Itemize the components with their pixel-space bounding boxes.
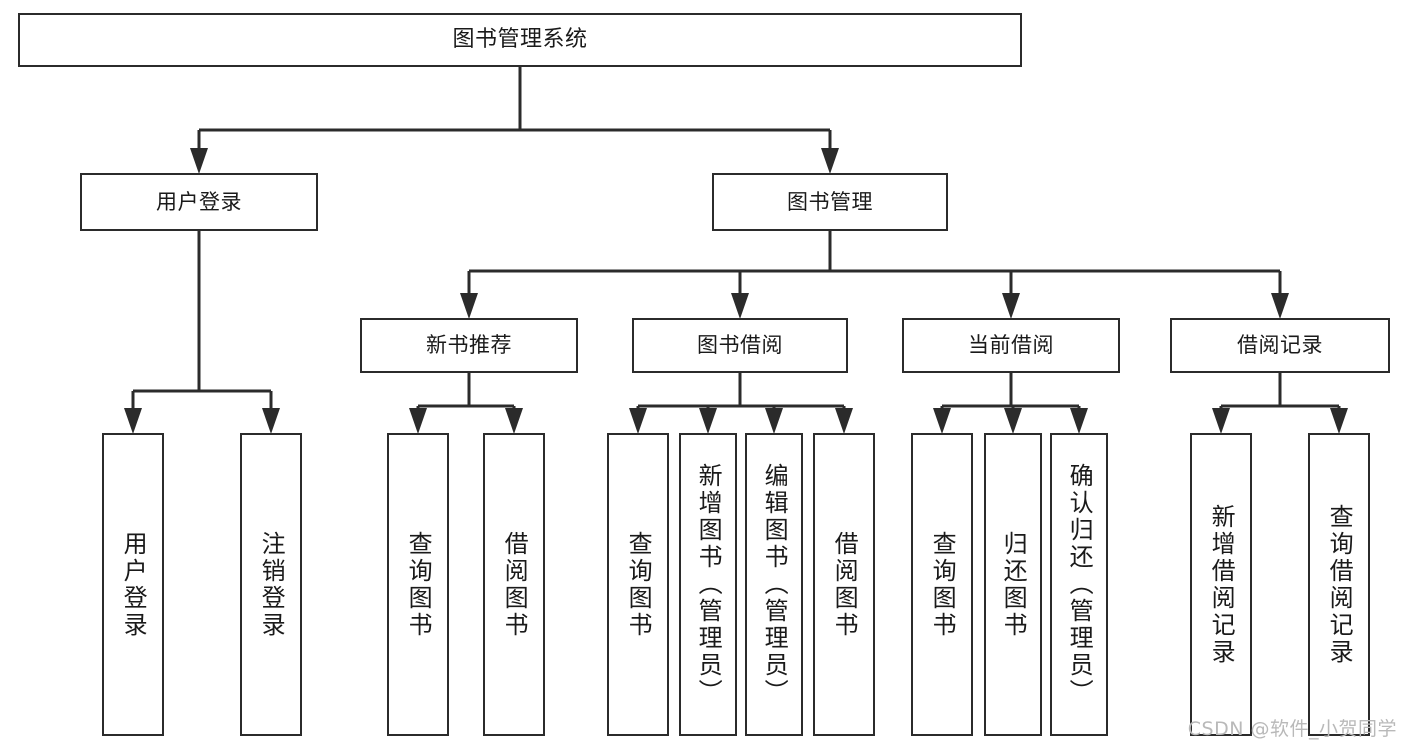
node-label: 查询图书 xyxy=(404,530,433,639)
node-leaf-5[interactable]: 查询图书 xyxy=(607,433,669,736)
node-leaf-6[interactable]: 新增图书（管理员） xyxy=(679,433,737,736)
node-label: 确认归还（管理员） xyxy=(1065,463,1094,706)
node-label: 查询图书 xyxy=(928,530,957,639)
node-label: 图书管理系统 xyxy=(452,27,588,53)
node-leaf-9[interactable]: 查询图书 xyxy=(911,433,973,736)
node-label: 新书推荐 xyxy=(426,333,512,358)
node-leaf-3[interactable]: 查询图书 xyxy=(387,433,449,736)
node-label: 新增图书（管理员） xyxy=(694,463,723,706)
node-leaf-4[interactable]: 借阅图书 xyxy=(483,433,545,736)
node-leaf-8[interactable]: 借阅图书 xyxy=(813,433,875,736)
node-current[interactable]: 当前借阅 xyxy=(902,318,1120,373)
node-label: 新增借阅记录 xyxy=(1207,503,1236,666)
node-label: 归还图书 xyxy=(999,530,1028,639)
node-leaf-7[interactable]: 编辑图书（管理员） xyxy=(745,433,803,736)
node-leaf-11[interactable]: 确认归还（管理员） xyxy=(1050,433,1108,736)
node-records[interactable]: 借阅记录 xyxy=(1170,318,1390,373)
node-label: 注销登录 xyxy=(257,530,286,639)
node-label: 借阅图书 xyxy=(500,530,529,639)
node-root[interactable]: 图书管理系统 xyxy=(18,13,1022,67)
node-leaf-13[interactable]: 查询借阅记录 xyxy=(1308,433,1370,736)
node-label: 借阅图书 xyxy=(830,530,859,639)
node-leaf-1[interactable]: 用户登录 xyxy=(102,433,164,736)
node-borrow[interactable]: 图书借阅 xyxy=(632,318,848,373)
node-bookmgmt[interactable]: 图书管理 xyxy=(712,173,948,231)
node-leaf-10[interactable]: 归还图书 xyxy=(984,433,1042,736)
node-label: 编辑图书（管理员） xyxy=(760,463,789,706)
node-label: 图书借阅 xyxy=(697,333,783,358)
node-label: 图书管理 xyxy=(787,189,873,214)
node-leaf-2[interactable]: 注销登录 xyxy=(240,433,302,736)
node-label: 查询图书 xyxy=(624,530,653,639)
watermark: CSDN @软件_小贺同学 xyxy=(1187,718,1397,740)
node-label: 查询借阅记录 xyxy=(1325,503,1354,666)
node-label: 借阅记录 xyxy=(1237,333,1323,358)
node-newbook[interactable]: 新书推荐 xyxy=(360,318,578,373)
node-login[interactable]: 用户登录 xyxy=(80,173,318,231)
node-label: 用户登录 xyxy=(156,189,242,214)
node-label: 用户登录 xyxy=(119,530,148,639)
node-leaf-12[interactable]: 新增借阅记录 xyxy=(1190,433,1252,736)
node-label: 当前借阅 xyxy=(968,333,1054,358)
